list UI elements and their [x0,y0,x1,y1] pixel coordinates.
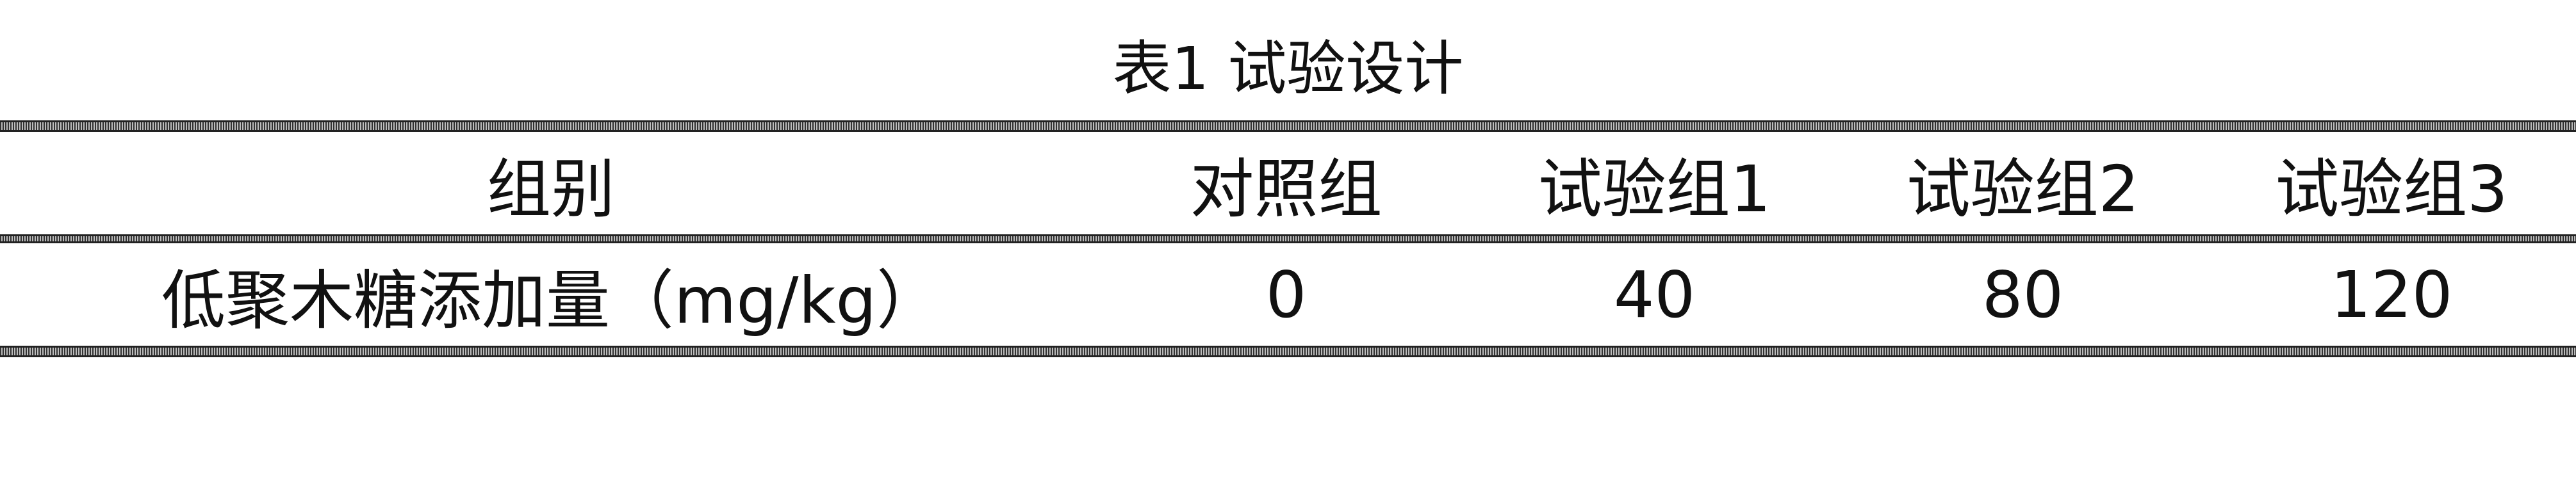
top-rule [0,120,2576,132]
design-table: 组别 对照组 试验组1 试验组2 试验组3 低聚木糖添加量（mg/kg） 0 4… [0,120,2576,357]
bottom-rule [0,346,2576,357]
header-cell: 对照组 [1190,151,1382,227]
table-cell: 低聚木糖添加量（mg/kg） [161,262,940,338]
header-cell: 试验组1 [1538,151,1771,227]
header-cell: 试验组2 [1906,151,2140,227]
header-row: 组别 对照组 试验组1 试验组2 试验组3 [0,132,2576,234]
table-row: 低聚木糖添加量（mg/kg） 0 40 80 120 [0,243,2576,346]
middle-rule [0,234,2576,243]
table-cell: 120 [2330,257,2453,332]
header-cell: 试验组3 [2275,151,2508,227]
table-cell: 80 [1981,257,2064,332]
header-cell: 组别 [487,151,615,227]
table-cell: 0 [1265,257,1307,332]
table-caption: 表1 试验设计 [1112,35,1464,103]
table-cell: 40 [1613,257,1696,332]
